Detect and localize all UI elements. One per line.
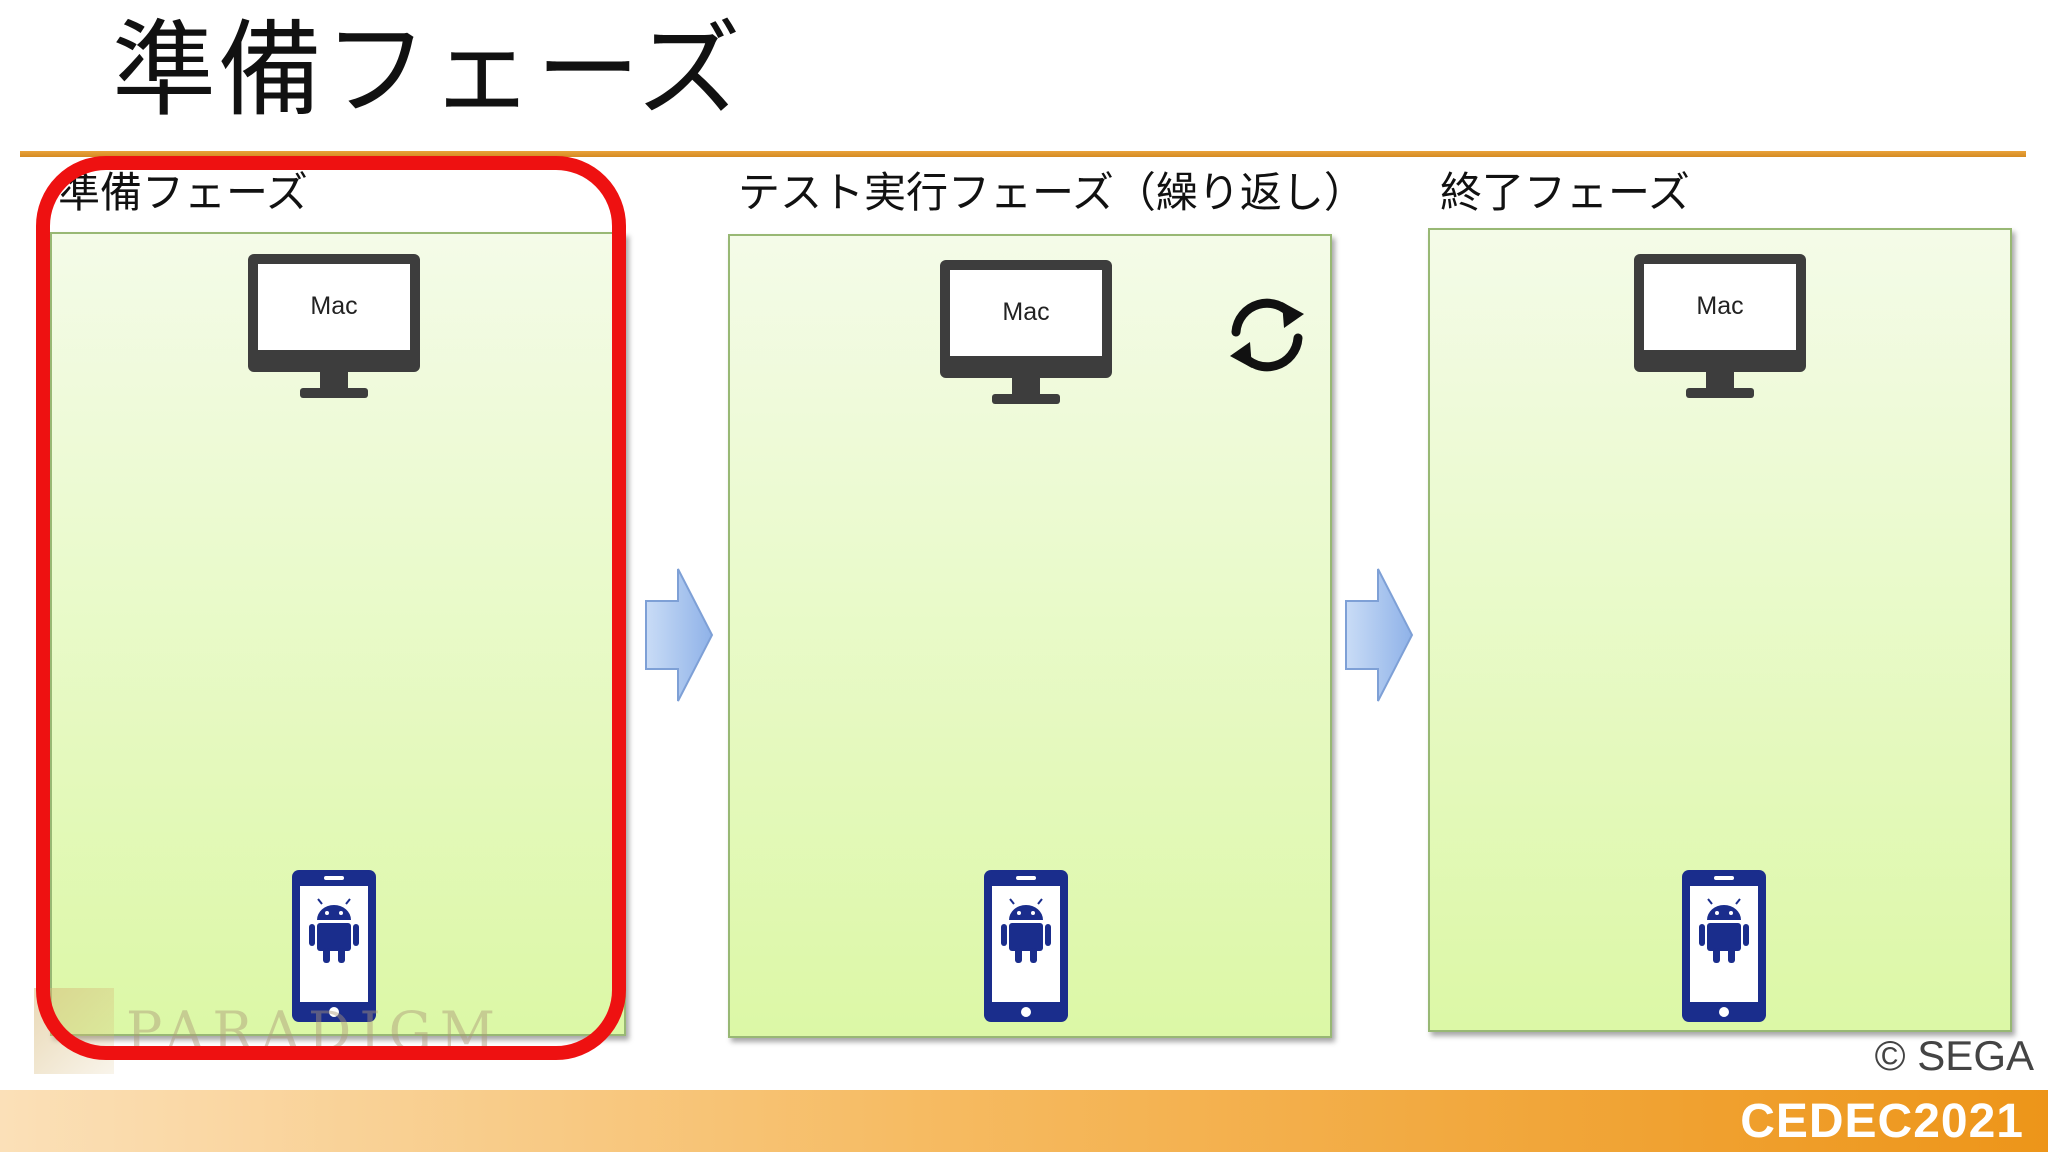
monitor-label: Mac — [310, 292, 358, 320]
highlight-frame — [36, 156, 626, 1060]
cedec-logo: CEDEC2021 — [1740, 1095, 2024, 1148]
android-phone-icon — [1680, 868, 1770, 1026]
android-phone-icon — [290, 868, 380, 1026]
arrow-right-icon — [1344, 565, 1414, 705]
slide-title: 準備フェーズ — [112, 9, 743, 131]
monitor-label: Mac — [1002, 298, 1050, 326]
phase-label-termination: 終了フェーズ — [1440, 168, 1690, 217]
phase-label-test-execution: テスト実行フェーズ（繰り返し） — [738, 168, 1366, 217]
title-rule — [20, 151, 2026, 157]
monitor-icon: Mac — [246, 252, 426, 402]
refresh-icon — [1222, 290, 1312, 380]
monitor-icon: Mac — [938, 258, 1118, 408]
monitor-icon: Mac — [1632, 252, 1812, 402]
footer-bar — [0, 1090, 2048, 1152]
copyright: © SEGA — [1874, 1032, 2034, 1079]
monitor-label: Mac — [1696, 292, 1744, 320]
arrow-right-icon — [644, 565, 714, 705]
android-phone-icon — [982, 868, 1072, 1026]
